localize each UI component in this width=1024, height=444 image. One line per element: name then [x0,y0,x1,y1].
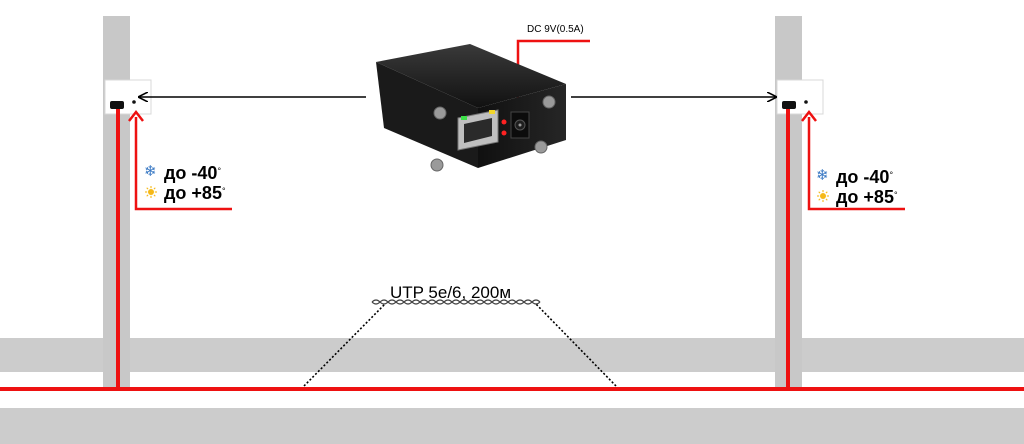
road-band-lower [0,408,1024,444]
screw-icon [542,95,556,109]
left-cold-limit: до -40° [164,163,222,183]
road-band-upper [0,338,1024,372]
rj45-port-icon [457,109,499,151]
left-hot-limit: до +85° [164,183,226,203]
cable-label: UTP 5e/6, 200м [390,283,512,302]
power-label: DC 9V(0.5A) [527,24,584,35]
right-sensor-box [776,79,824,115]
cable-leader-left [303,303,386,387]
right-callout-line [807,117,905,211]
dc-jack-icon [510,111,530,139]
snowflake-icon: ❄ [816,167,829,184]
left-callout-line [134,117,232,211]
right-hot-limit: до +85° [836,187,898,207]
screw-icon [534,140,548,154]
right-callout-arrow [801,109,817,122]
status-led-icon [501,119,507,125]
sun-icon [817,190,829,202]
left-callout-arrow [128,109,144,122]
snowflake-icon: ❄ [144,163,157,180]
screw-icon [430,158,444,172]
converter-device [376,44,566,172]
cable-leader-right [535,303,617,387]
right-cold-limit: до -40° [836,167,894,187]
twisted-pair-cable [371,299,541,305]
sun-icon [145,186,157,198]
status-led-icon [501,130,507,136]
screw-icon [433,106,447,120]
